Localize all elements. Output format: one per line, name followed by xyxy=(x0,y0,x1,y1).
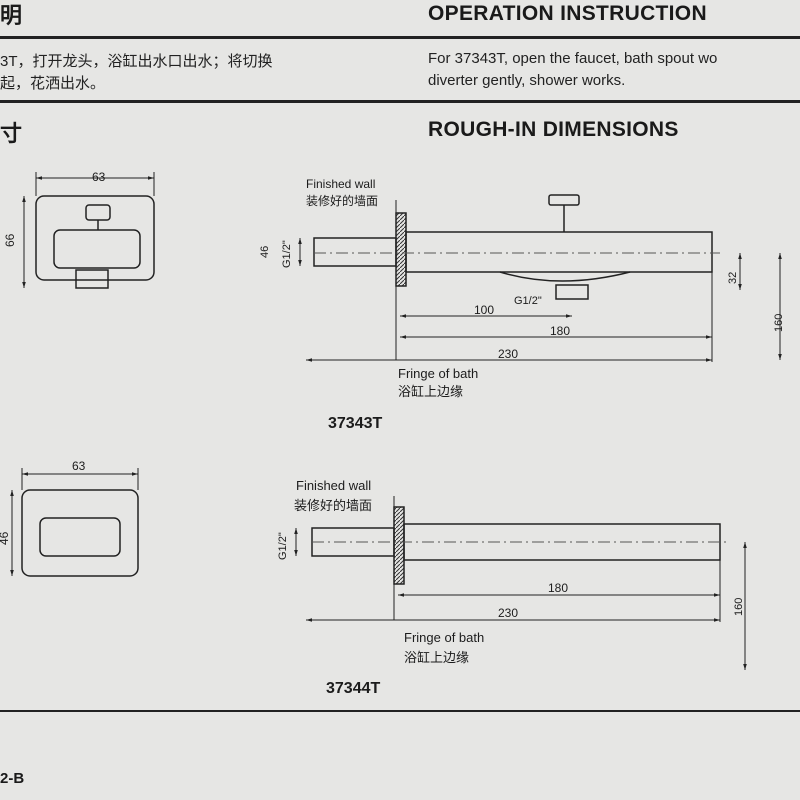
spout-side-view-2 xyxy=(311,506,721,585)
dim-180-label-2: 180 xyxy=(548,581,568,595)
zh-title-fragment: 明 xyxy=(0,3,23,28)
instruction-zh-line1: 3T，打开龙头，浴缸出水口出水；将切换 xyxy=(0,53,273,70)
finished-wall-zh-1: 装修好的墙面 xyxy=(306,193,378,208)
rough-in-title: ROUGH-IN DIMENSIONS xyxy=(428,118,679,141)
plate1-width-label: 63 xyxy=(92,170,106,184)
model-37343T: 37343T xyxy=(328,415,382,432)
plate-front-view-1 xyxy=(35,195,155,289)
thread-label-1: G1/2" xyxy=(281,240,293,268)
fringe-en-2: Fringe of bath xyxy=(404,630,484,645)
fringe-en-1: Fringe of bath xyxy=(398,366,478,381)
dim-230-label-2: 230 xyxy=(498,606,518,620)
outlet-thread-label: G1/2" xyxy=(514,295,542,307)
instruction-en-line1: For 37343T, open the faucet, bath spout … xyxy=(428,50,718,67)
header-divider xyxy=(0,36,800,39)
spout-side-view-1 xyxy=(313,194,713,300)
dim-100-label: 100 xyxy=(474,303,494,317)
section-divider xyxy=(0,100,800,103)
plate-front-view-2 xyxy=(21,489,139,577)
page-ref: 2-B xyxy=(0,770,25,787)
plate2-width-label: 63 xyxy=(72,459,86,473)
footer-divider xyxy=(0,710,800,712)
instruction-zh-line2: 起，花洒出水。 xyxy=(0,75,106,92)
dim-160-label-1: 160 xyxy=(773,314,785,332)
dim-32-label: 32 xyxy=(727,272,739,284)
dim-230-label-1: 230 xyxy=(498,347,518,361)
instruction-en-line2: diverter gently, shower works. xyxy=(428,72,626,89)
thread-label-2: G1/2" xyxy=(277,532,289,560)
finished-wall-en-2: Finished wall xyxy=(296,478,371,493)
model-37344T: 37344T xyxy=(326,680,380,697)
dim-180-label-1: 180 xyxy=(550,324,570,338)
finished-wall-zh-2: 装修好的墙面 xyxy=(294,498,372,513)
fringe-zh-2: 浴缸上边缘 xyxy=(404,650,469,665)
operation-instruction-title: OPERATION INSTRUCTION xyxy=(428,2,707,25)
pipe-dia-label-1: 46 xyxy=(259,246,271,258)
dim-160-label-2: 160 xyxy=(733,598,745,616)
plate2-height-label: 46 xyxy=(0,531,11,545)
fringe-zh-1: 浴缸上边缘 xyxy=(398,384,463,399)
section-zh-fragment: 寸 xyxy=(0,121,23,146)
finished-wall-en-1: Finished wall xyxy=(306,177,375,191)
plate1-height-label: 66 xyxy=(3,233,17,247)
